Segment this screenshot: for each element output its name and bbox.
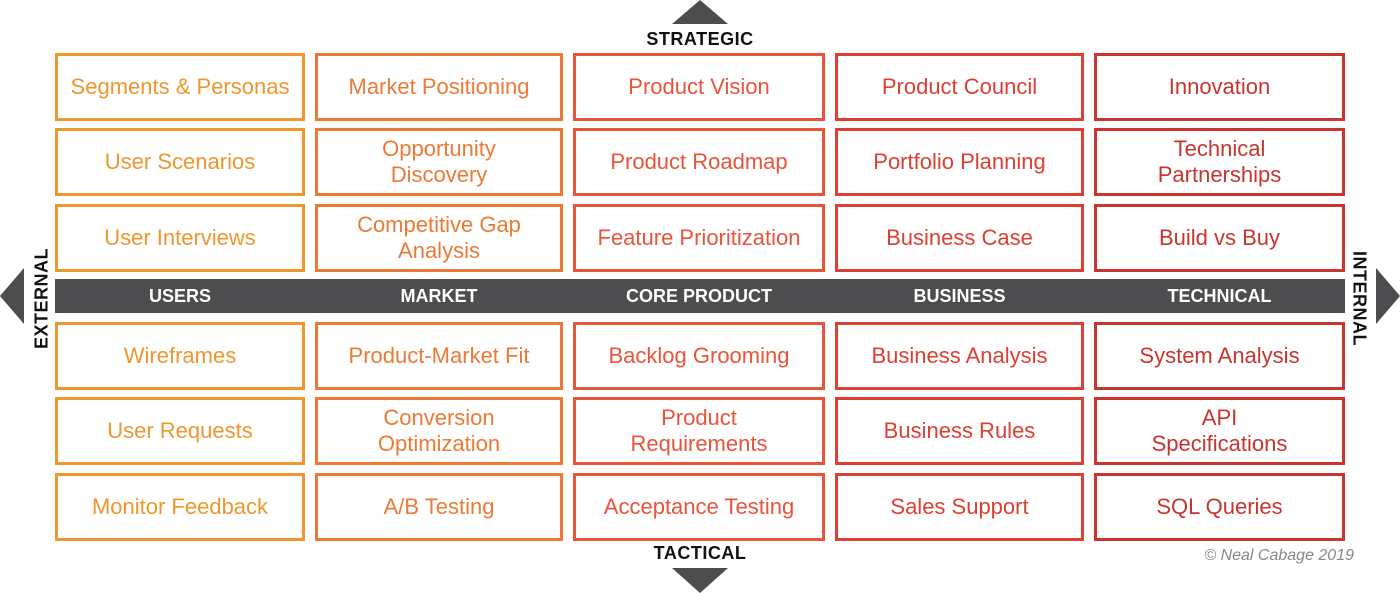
cell-business-analysis: Business Analysis [835, 322, 1084, 390]
axis-label-internal: INTERNAL [1349, 251, 1370, 346]
cell-innovation: Innovation [1094, 53, 1345, 121]
cell-product-council: Product Council [835, 53, 1084, 121]
cell-business-case: Business Case [835, 204, 1084, 272]
cell-ab-testing: A/B Testing [315, 473, 563, 541]
axis-bar [55, 279, 1345, 313]
copyright-notice: © Neal Cabage 2019 [1204, 547, 1354, 564]
cell-monitor-feedback: Monitor Feedback [55, 473, 305, 541]
cell-backlog-grooming: Backlog Grooming [573, 322, 825, 390]
right-arrow-icon [1376, 268, 1400, 324]
column-header-market: MARKET [400, 286, 478, 306]
cell-product-roadmap: Product Roadmap [573, 128, 825, 196]
axis-label-tactical: TACTICAL [653, 543, 747, 563]
column-header-users: USERS [148, 286, 211, 306]
cell-build-vs-buy: Build vs Buy [1094, 204, 1345, 272]
cell-market-positioning: Market Positioning [315, 53, 563, 121]
cell-product-vision: Product Vision [573, 53, 825, 121]
cell-portfolio-planning: Portfolio Planning [835, 128, 1084, 196]
column-header-business: BUSINESS [913, 286, 1006, 306]
cell-product-requirements: Product Requirements [573, 397, 825, 465]
left-arrow-icon [0, 268, 24, 324]
axis-label-strategic: STRATEGIC [646, 29, 754, 49]
cell-wireframes: Wireframes [55, 322, 305, 390]
axis-label-external: EXTERNAL [31, 248, 52, 350]
cell-user-interviews: User Interviews [55, 204, 305, 272]
cell-api-specifications: API Specifications [1094, 397, 1345, 465]
cell-sales-support: Sales Support [835, 473, 1084, 541]
cell-feature-prioritization: Feature Prioritization [573, 204, 825, 272]
up-arrow-icon [672, 0, 728, 24]
column-header-core-product: CORE PRODUCT [625, 286, 772, 306]
cell-business-rules: Business Rules [835, 397, 1084, 465]
cell-system-analysis: System Analysis [1094, 322, 1345, 390]
cell-technical-partnerships: Technical Partnerships [1094, 128, 1345, 196]
cell-conversion-optimization: Conversion Optimization [315, 397, 563, 465]
cell-acceptance-testing: Acceptance Testing [573, 473, 825, 541]
cell-user-requests: User Requests [55, 397, 305, 465]
cell-sql-queries: SQL Queries [1094, 473, 1345, 541]
cell-segments-personas: Segments & Personas [55, 53, 305, 121]
column-header-technical: TECHNICAL [1167, 286, 1272, 306]
cell-opportunity-discovery: Opportunity Discovery [315, 128, 563, 196]
cell-user-scenarios: User Scenarios [55, 128, 305, 196]
cell-competitive-gap-analysis: Competitive Gap Analysis [315, 204, 563, 272]
cell-product-market-fit: Product-Market Fit [315, 322, 563, 390]
down-arrow-icon [672, 568, 728, 593]
